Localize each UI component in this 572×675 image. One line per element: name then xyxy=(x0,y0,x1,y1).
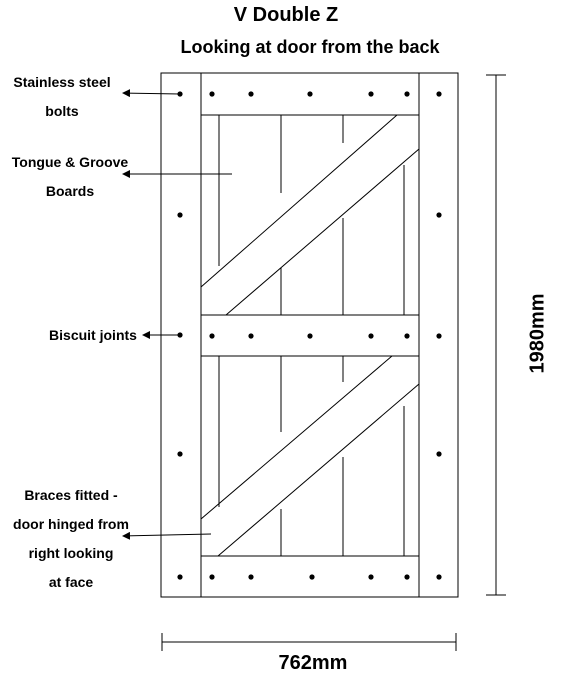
bolt xyxy=(177,451,183,457)
diagram-title: V Double Z xyxy=(233,4,339,26)
bolt xyxy=(436,574,442,580)
bolt xyxy=(248,91,254,97)
label-tng-line-1: Tongue & Groove xyxy=(11,154,129,170)
bolt xyxy=(436,212,442,218)
bolt xyxy=(368,333,374,339)
top-rail xyxy=(200,72,420,116)
bolt xyxy=(209,574,215,580)
upper-brace-edge xyxy=(200,114,398,288)
label-bolts-line-2: bolts xyxy=(45,103,79,119)
label-tng-line-2: Boards xyxy=(45,183,95,199)
diagram-subtitle: Looking at door from the back xyxy=(180,37,440,57)
bolt xyxy=(436,91,442,97)
bolt xyxy=(177,212,183,218)
label-braces-line-4: at face xyxy=(48,574,94,590)
label-braces-line-2: door hinged from xyxy=(13,516,129,532)
label-stainless-steel-bolts: Stainless steel bolts xyxy=(2,68,122,126)
bolt xyxy=(404,91,410,97)
bolt xyxy=(307,333,313,339)
bolt xyxy=(404,333,410,339)
bolt xyxy=(248,574,254,580)
braces-leader-arrow xyxy=(122,531,212,540)
lower-brace-edge xyxy=(200,355,393,520)
lower-brace-edge xyxy=(217,383,420,557)
label-braces-line-1: Braces fitted - xyxy=(24,487,118,503)
bolt xyxy=(209,333,215,339)
bolt xyxy=(404,574,410,580)
bolt xyxy=(209,91,215,97)
label-braces-line-3: right looking xyxy=(28,545,114,561)
bolt xyxy=(368,574,374,580)
bolt xyxy=(436,333,442,339)
width-dimension-label: 762mm xyxy=(278,652,348,674)
label-tongue-groove-boards: Tongue & Groove Boards xyxy=(0,148,140,206)
bolt xyxy=(248,333,254,339)
bolt-dots xyxy=(177,91,442,580)
bolts-leader-arrow xyxy=(122,89,181,98)
bolt xyxy=(307,91,313,97)
label-braces-fitted: Braces fitted - door hinged from right l… xyxy=(0,481,142,597)
bolt xyxy=(309,574,315,580)
bolt xyxy=(368,91,374,97)
label-bolts-line-1: Stainless steel xyxy=(13,74,111,90)
middle-rail xyxy=(200,314,420,357)
bolt xyxy=(436,451,442,457)
bolt xyxy=(177,332,183,338)
bolt xyxy=(177,91,183,97)
upper-brace-edge xyxy=(225,148,420,316)
bolt xyxy=(177,574,183,580)
label-biscuit-joints: Biscuit joints xyxy=(49,327,137,343)
bottom-rail xyxy=(200,555,420,598)
